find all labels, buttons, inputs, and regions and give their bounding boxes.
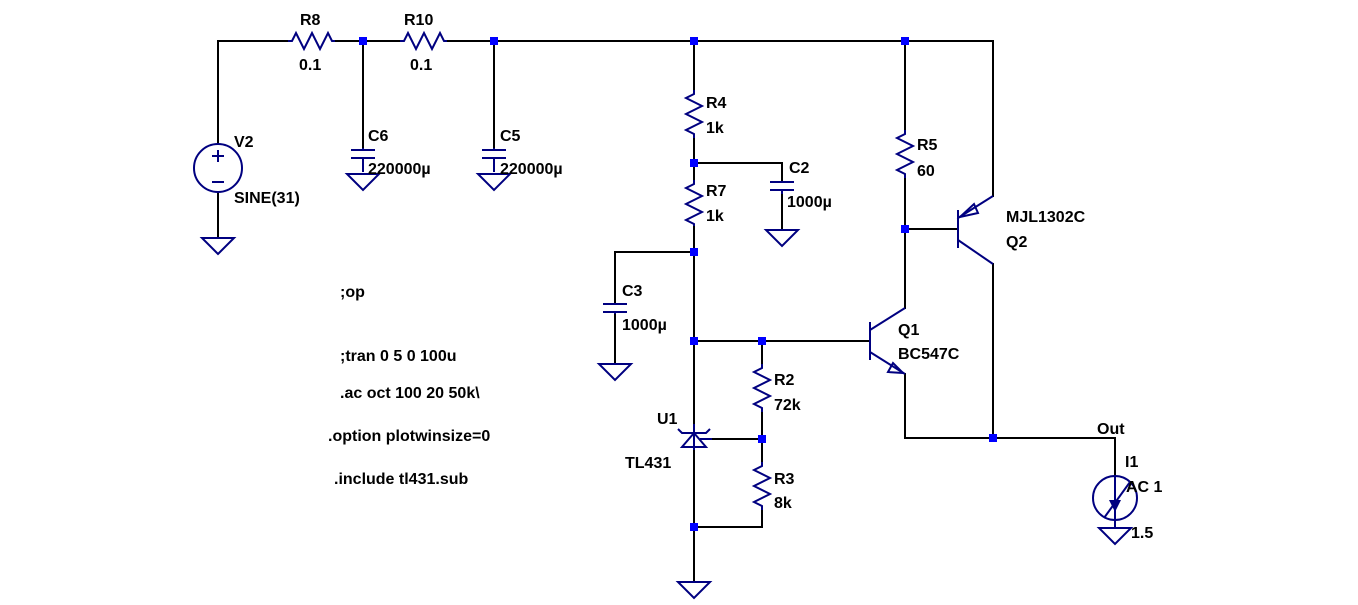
- capacitor-c3[interactable]: [603, 303, 627, 314]
- q2-name: Q2: [1006, 234, 1027, 251]
- r7-name: R7: [706, 183, 727, 200]
- junctions: [359, 37, 997, 531]
- ground-icon-v2: [199, 237, 237, 256]
- resistor-r7[interactable]: [683, 180, 705, 226]
- ground-icon-c6: [344, 173, 382, 192]
- resistor-r8[interactable]: [288, 30, 335, 52]
- c2-name: C2: [789, 160, 810, 177]
- r10-name: R10: [404, 12, 433, 29]
- resistor-r10[interactable]: [400, 30, 447, 52]
- r2-name: R2: [774, 372, 795, 389]
- ground-icon-c2: [763, 229, 801, 248]
- wire-c3-branch: [614, 251, 695, 303]
- i1-name: I1: [1125, 454, 1138, 471]
- c6-name: C6: [368, 128, 389, 145]
- r5-value: 60: [917, 163, 935, 180]
- directive-include[interactable]: .include tl431.sub: [334, 471, 468, 488]
- ground-icon-u1: [675, 581, 713, 600]
- u1-name: U1: [657, 411, 678, 428]
- i1-value: AC 1: [1126, 479, 1163, 496]
- junction-q1-base-r2: [758, 337, 766, 345]
- junction-r4-r7: [690, 159, 698, 167]
- u1-value: TL431: [625, 455, 671, 472]
- junction-r5: [901, 37, 909, 45]
- r7-value: 1k: [706, 208, 724, 225]
- junction-bottom: [690, 523, 698, 531]
- r8-value: 0.1: [299, 57, 321, 74]
- wire-q1-emitter: [904, 373, 1116, 477]
- junction-c6: [359, 37, 367, 45]
- transistor-q1[interactable]: [869, 307, 906, 375]
- current-source-i1[interactable]: [1092, 475, 1138, 528]
- resistor-r2[interactable]: [751, 364, 773, 412]
- r8-name: R8: [300, 12, 321, 29]
- v2-value: SINE(31): [234, 190, 300, 207]
- capacitor-c2[interactable]: [770, 181, 794, 194]
- wires: [217, 40, 1116, 581]
- shunt-regulator-u1[interactable]: [677, 424, 712, 450]
- voltage-source-v2[interactable]: [193, 143, 243, 193]
- capacitor-c5[interactable]: [482, 148, 506, 172]
- r10-value: 0.1: [410, 57, 432, 74]
- c6-value: 220000µ: [368, 161, 431, 178]
- transistor-q2[interactable]: [956, 195, 994, 265]
- r3-name: R3: [774, 471, 795, 488]
- resistor-r5[interactable]: [894, 130, 916, 178]
- junction-c5: [490, 37, 498, 45]
- wire-top-left: [217, 40, 289, 145]
- junction-r7-c3: [690, 248, 698, 256]
- r4-name: R4: [706, 95, 727, 112]
- v2-name: V2: [234, 134, 254, 151]
- ground-icon-c3: [596, 363, 634, 382]
- spice-directives: ;op ;tran 0 5 0 100u .ac oct 100 20 50k\…: [328, 284, 490, 488]
- i1-value2: 1.5: [1131, 525, 1153, 542]
- q1-value: BC547C: [898, 346, 960, 363]
- capacitor-c6[interactable]: [351, 148, 375, 172]
- labels: R8 0.1 R10 0.1 C6 220000µ C5 220000µ V2 …: [234, 12, 1163, 542]
- resistor-r4[interactable]: [683, 90, 705, 138]
- junction-q1-base-left: [690, 337, 698, 345]
- ground-icon-c5: [475, 173, 513, 192]
- q1-name: Q1: [898, 322, 919, 339]
- c5-value: 220000µ: [500, 161, 563, 178]
- directive-option[interactable]: .option plotwinsize=0: [328, 428, 490, 445]
- directive-op[interactable]: ;op: [340, 284, 365, 301]
- junction-q2-base: [901, 225, 909, 233]
- resistor-r3[interactable]: [751, 462, 773, 510]
- c5-name: C5: [500, 128, 521, 145]
- c3-name: C3: [622, 283, 643, 300]
- c2-value: 1000µ: [787, 194, 832, 211]
- r4-value: 1k: [706, 120, 724, 137]
- directive-tran[interactable]: ;tran 0 5 0 100u: [340, 348, 457, 365]
- r5-name: R5: [917, 137, 938, 154]
- junction-out: [989, 434, 997, 442]
- q2-value: MJL1302C: [1006, 209, 1086, 226]
- directive-ac[interactable]: .ac oct 100 20 50k\: [340, 385, 480, 402]
- net-label-out: Out: [1097, 421, 1125, 438]
- r2-value: 72k: [774, 397, 801, 414]
- c3-value: 1000µ: [622, 317, 667, 334]
- wire-c2-branch: [693, 162, 783, 181]
- r3-value: 8k: [774, 495, 792, 512]
- junction-r4: [690, 37, 698, 45]
- ground-icon-i1: [1096, 527, 1134, 546]
- junction-ref: [758, 435, 766, 443]
